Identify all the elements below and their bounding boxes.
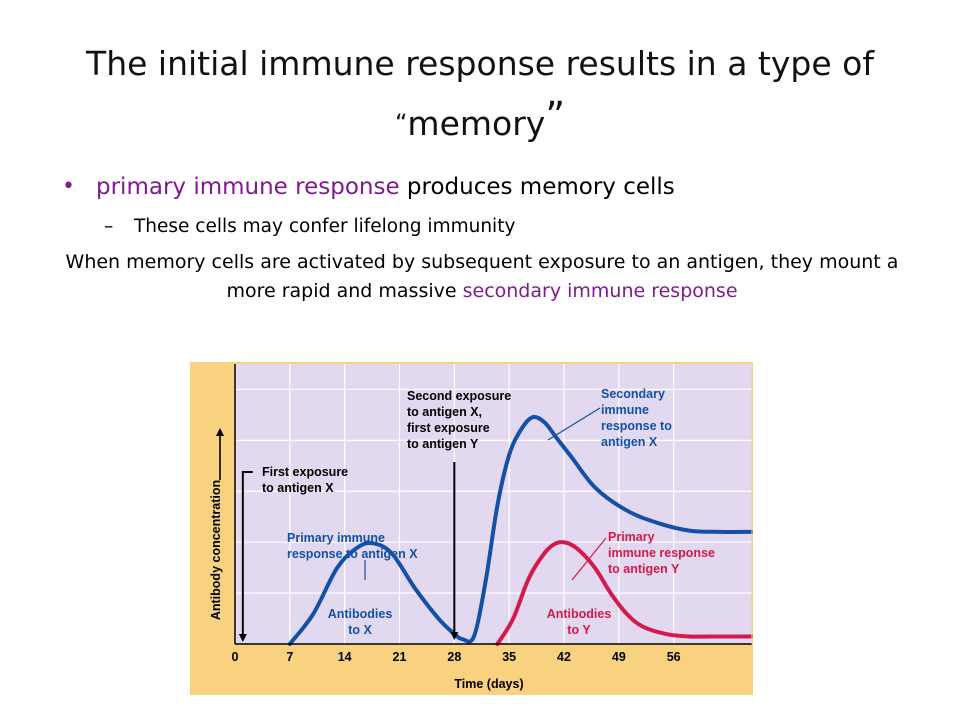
antibodies-y-label: Antibodies to Y xyxy=(547,607,612,637)
bullet-1: • primary immune response produces memor… xyxy=(62,168,922,206)
primary-y-label: Primary immune response to antigen Y xyxy=(608,530,715,576)
y-axis-label: Antibody concentration xyxy=(209,480,223,620)
title-word: memory xyxy=(407,104,546,143)
series-line-y xyxy=(495,540,754,646)
secondary-x-leader xyxy=(547,407,601,441)
x-tick-label: 7 xyxy=(286,650,293,664)
second-exposure-label-line: to antigen Y xyxy=(407,437,479,451)
x-tick-label: 35 xyxy=(502,650,516,664)
antibody-chart-svg: First exposure to antigen X Second exposur… xyxy=(190,362,754,695)
sub-bullet-text: These cells may confer lifelong immunity xyxy=(134,216,516,237)
first-exposure-label-line: First exposure xyxy=(262,465,348,479)
secondary-x-label-line: Secondary xyxy=(601,387,665,401)
plot-area xyxy=(235,364,752,644)
title-line-1: The initial immune response results in a… xyxy=(86,44,874,83)
explanation-text: When memory cells are activated by subse… xyxy=(65,251,899,302)
primary-x-label-line: response to antigen X xyxy=(287,547,418,561)
title-line-2: “memory” xyxy=(60,90,900,150)
series-line-x xyxy=(287,414,754,646)
primary-y-label-line: to antigen Y xyxy=(608,562,680,576)
primary-y-label-line: Primary xyxy=(608,530,655,544)
secondary-x-label-line: response to xyxy=(601,419,672,433)
second-exposure-label: Second exposure to antigen X, first exposu… xyxy=(407,389,511,451)
annotations: First exposure to antigen X Second exposur… xyxy=(238,387,715,642)
bullet-dot: • xyxy=(62,174,75,199)
first-exposure-label-line: to antigen X xyxy=(262,481,334,495)
x-axis-label: Time (days) xyxy=(454,677,523,691)
sub-bullet: – These cells may confer lifelong immuni… xyxy=(62,212,922,242)
x-tick-label: 21 xyxy=(393,650,407,664)
second-exposure-label-line: Second exposure xyxy=(407,389,511,403)
explanation-paragraph: When memory cells are activated by subse… xyxy=(62,248,902,306)
bullet-list: • primary immune response produces memor… xyxy=(62,168,922,306)
slide-title: The initial immune response results in a… xyxy=(60,38,900,150)
series-group xyxy=(287,414,754,646)
second-exposure-label-line: first exposure xyxy=(407,421,490,435)
x-tick-label: 56 xyxy=(667,650,681,664)
x-tick-label: 0 xyxy=(232,650,239,664)
close-quote: ” xyxy=(545,94,565,138)
open-quote: “ xyxy=(394,109,408,137)
x-tick-label: 14 xyxy=(338,650,352,664)
first-exposure-label: First exposure to antigen X xyxy=(262,465,348,495)
primary-x-label: Primary immune response to antigen X xyxy=(287,531,418,561)
x-tick-label: 28 xyxy=(447,650,461,664)
x-tick-label: 42 xyxy=(557,650,571,664)
secondary-x-label-line: antigen X xyxy=(601,435,658,449)
first-exposure-arrow xyxy=(238,471,253,642)
x-tick-label: 49 xyxy=(612,650,626,664)
antibodies-y-label-line: Antibodies xyxy=(547,607,612,621)
explanation-highlight: secondary immune response xyxy=(462,280,738,302)
antibodies-x-label-line: Antibodies xyxy=(328,607,393,621)
second-exposure-label-line: to antigen X, xyxy=(407,405,482,419)
secondary-x-label-line: immune xyxy=(601,403,649,417)
antibodies-y-label-line: to Y xyxy=(567,623,591,637)
primary-y-leader xyxy=(571,537,607,581)
secondary-x-label: Secondary immune response to antigen X xyxy=(601,387,672,449)
antibodies-x-label-line: to X xyxy=(348,623,372,637)
primary-y-label-line: immune response xyxy=(608,546,715,560)
antibody-chart: First exposure to antigen X Second exposur… xyxy=(190,362,754,695)
primary-x-label-line: Primary immune xyxy=(287,531,385,545)
axes xyxy=(234,364,753,645)
antibodies-x-label: Antibodies to X xyxy=(328,607,393,637)
sub-bullet-dash: – xyxy=(104,216,114,237)
bullet-1-highlight: primary immune response xyxy=(96,174,400,200)
x-tick-labels: 0 7 14 21 28 35 42 49 56 xyxy=(232,650,681,664)
bullet-1-text: produces memory cells xyxy=(399,174,675,200)
